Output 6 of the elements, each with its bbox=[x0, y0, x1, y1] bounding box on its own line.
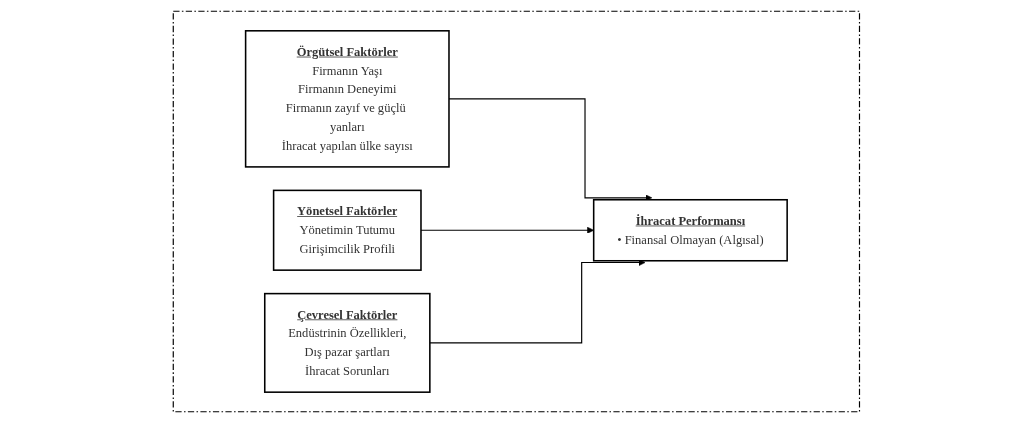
cluster bbox=[172, 10, 861, 413]
node-box: Örgütsel Faktörler Firmanın Yaşı Firmanın Deneyimi Firmanın zayıf ve güçlü yanları İhracat yapılan ülke sayısı bbox=[244, 30, 450, 168]
node-box: Yönetsel Faktörler Yönetimin Tutumu Girişimcilik Profili bbox=[272, 189, 422, 271]
node-box: İhracat Performansı • Finansal Olmayan (Algısal) bbox=[593, 199, 789, 262]
arrow bbox=[429, 259, 646, 344]
node-box: Çevresel Faktörler Endüstrinin Özellikleri, Dış pazar şartları İhracat Sorunları bbox=[264, 292, 431, 393]
